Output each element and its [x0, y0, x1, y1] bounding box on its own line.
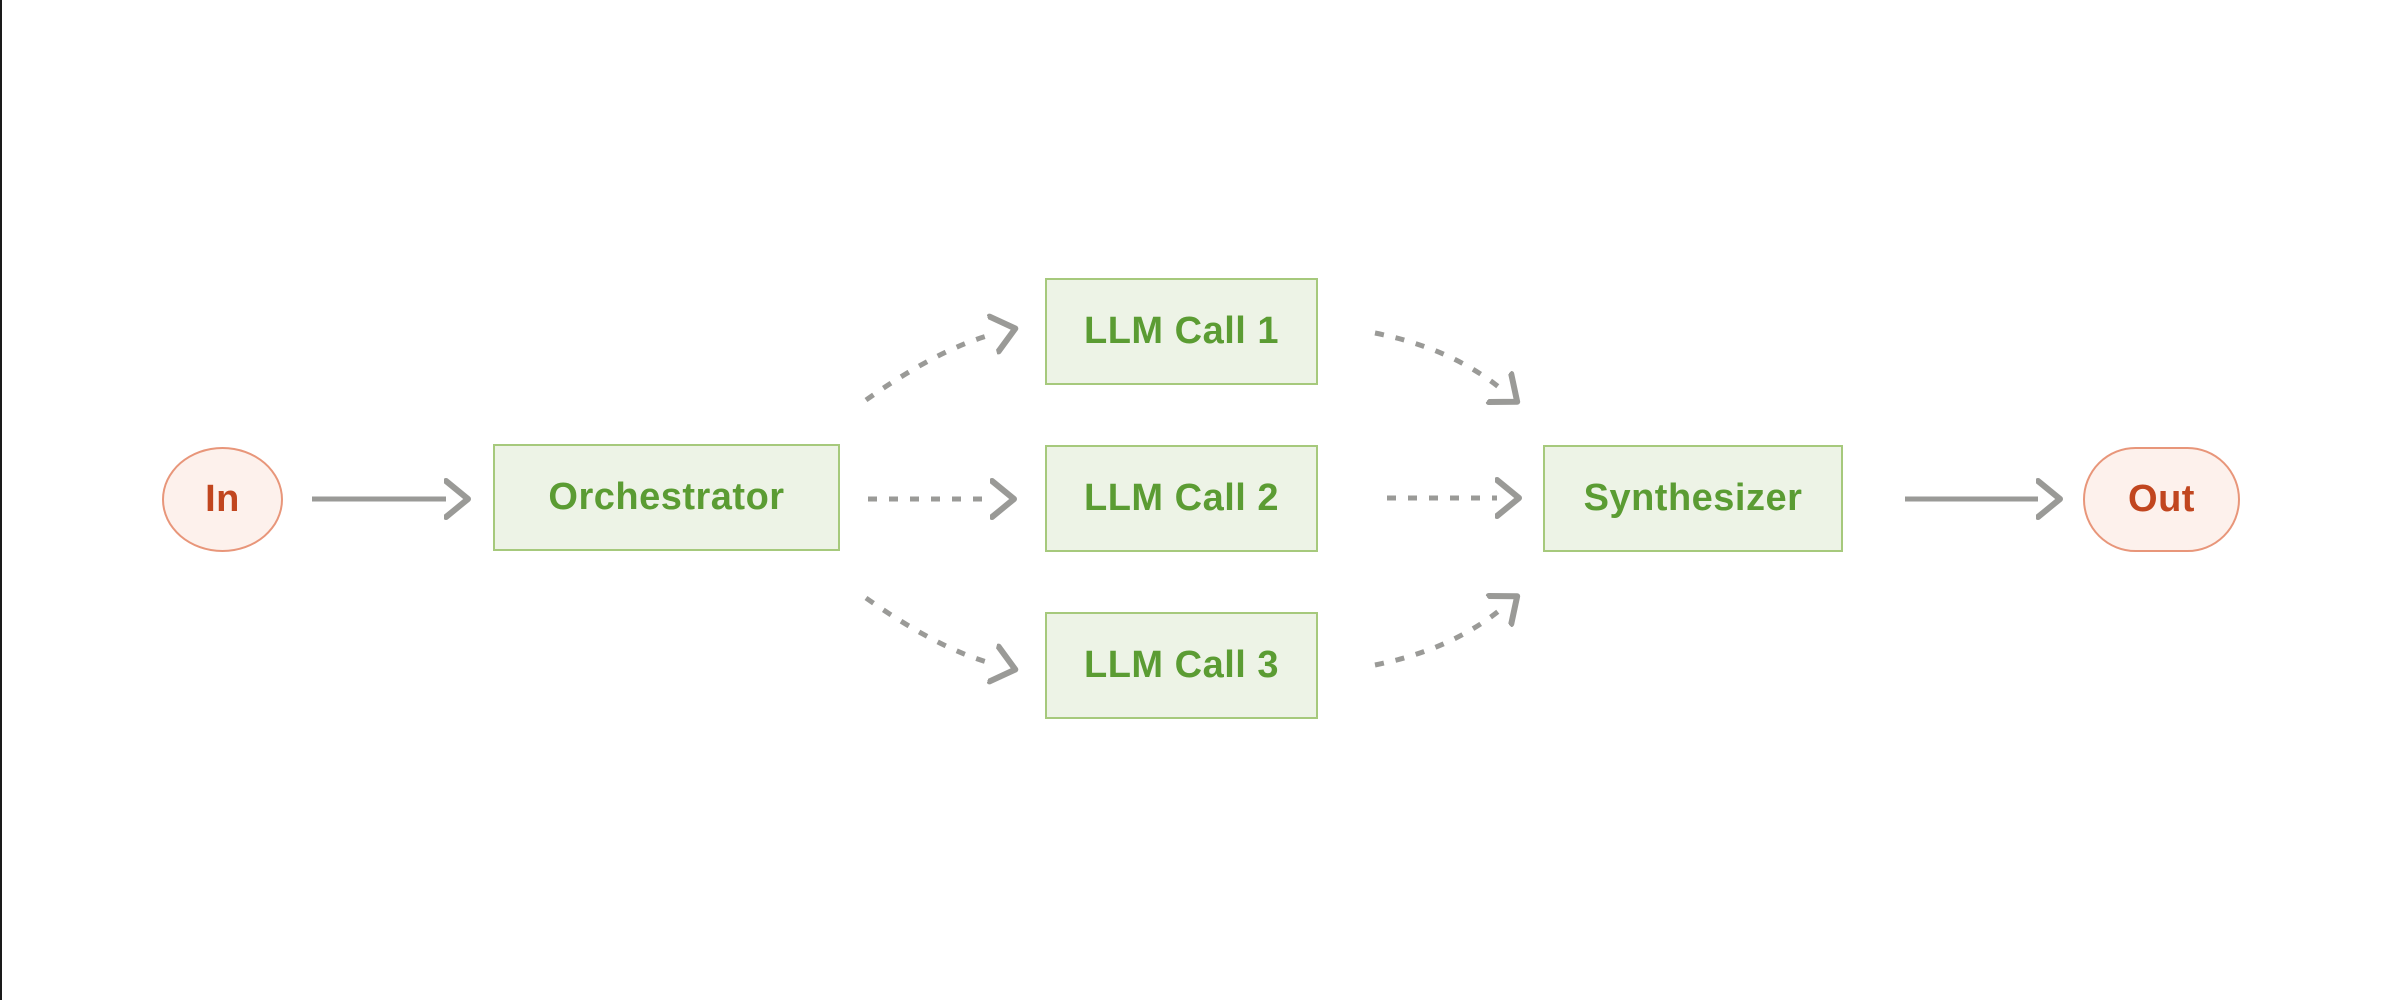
screenshot-left-border [0, 0, 2, 1000]
node-in-label: In [205, 478, 240, 520]
node-orchestrator-label: Orchestrator [548, 476, 785, 518]
node-llm-call-2: LLM Call 2 [1045, 445, 1318, 552]
node-out: Out [2083, 447, 2240, 552]
node-synthesizer: Synthesizer [1543, 445, 1843, 552]
edge-llm-call-1-to-synthesizer [1374, 330, 1500, 388]
node-llm-call-2-label: LLM Call 2 [1083, 477, 1280, 519]
edge-llm-call-3-to-synthesizer [1374, 610, 1500, 668]
node-llm-call-1-label: LLM Call 1 [1083, 310, 1280, 352]
node-orchestrator: Orchestrator [493, 444, 840, 551]
edge-orchestrator-to-llm-call-1 [864, 334, 994, 403]
node-llm-call-3-label: LLM Call 3 [1083, 644, 1280, 686]
node-synthesizer-label: Synthesizer [1583, 477, 1803, 519]
node-llm-call-3: LLM Call 3 [1045, 612, 1318, 719]
node-out-label: Out [2128, 478, 2195, 520]
node-in: In [162, 447, 283, 552]
edge-orchestrator-to-llm-call-3 [864, 595, 994, 664]
node-llm-call-1: LLM Call 1 [1045, 278, 1318, 385]
